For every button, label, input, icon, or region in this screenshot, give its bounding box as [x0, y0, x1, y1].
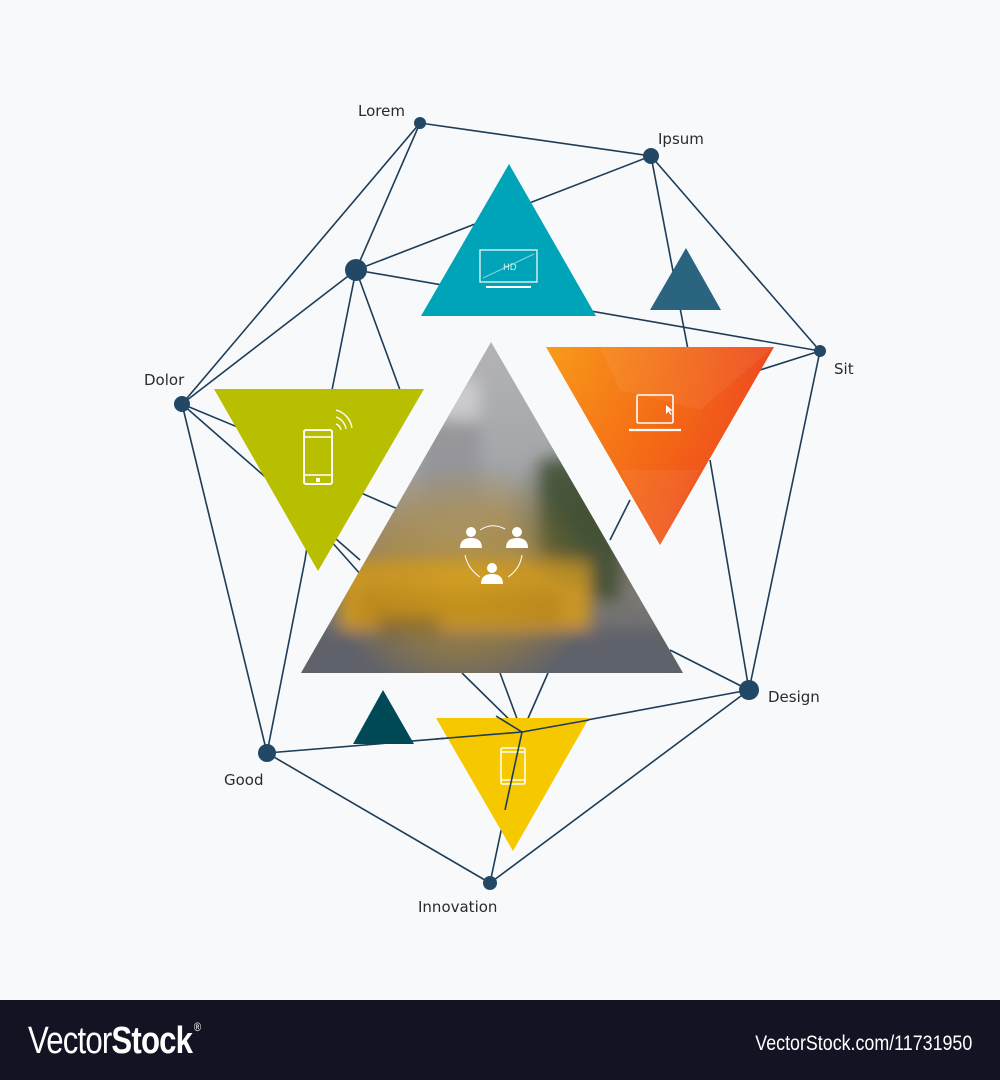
node-design — [739, 680, 759, 700]
svg-text:HD: HD — [503, 263, 517, 273]
label-innovation: Innovation — [418, 898, 498, 916]
label-ipsum: Ipsum — [658, 130, 704, 148]
network-infographic: HD — [144, 102, 854, 916]
node-dolor — [174, 396, 190, 412]
label-sit: Sit — [834, 360, 854, 378]
small-blue-triangle-top — [650, 248, 721, 310]
overlay-lines — [435, 715, 590, 811]
watermark-footer: VectorStock® VectorStock.com/11731950 — [0, 1000, 1000, 1080]
vectorstock-logo: VectorStock® — [28, 1020, 201, 1062]
triangle-smartphone — [214, 389, 424, 571]
smartphone-wifi-icon — [303, 409, 353, 485]
small-dark-triangle-bottom — [353, 690, 414, 744]
label-lorem: Lorem — [358, 102, 405, 120]
node-good — [258, 744, 276, 762]
node-ipsum — [643, 148, 659, 164]
tablet-icon — [500, 747, 526, 785]
label-good: Good — [224, 771, 264, 789]
hd-tv-icon — [479, 249, 538, 288]
image-url: VectorStock.com/11731950 — [755, 1032, 972, 1055]
node-hub — [345, 259, 367, 281]
network-diagram-svg: HD — [174, 117, 826, 890]
team-network-icon — [460, 525, 528, 584]
label-design: Design — [768, 688, 820, 706]
node-innovation — [483, 876, 497, 890]
triangle-tablet — [436, 718, 589, 851]
node-sit — [814, 345, 826, 357]
network-nodes — [174, 117, 826, 890]
node-lorem — [414, 117, 426, 129]
triangle-hd-tv: HD — [421, 164, 596, 316]
triangle-laptop — [546, 347, 774, 545]
laptop-cursor-icon — [629, 394, 681, 432]
label-dolor: Dolor — [144, 371, 185, 389]
